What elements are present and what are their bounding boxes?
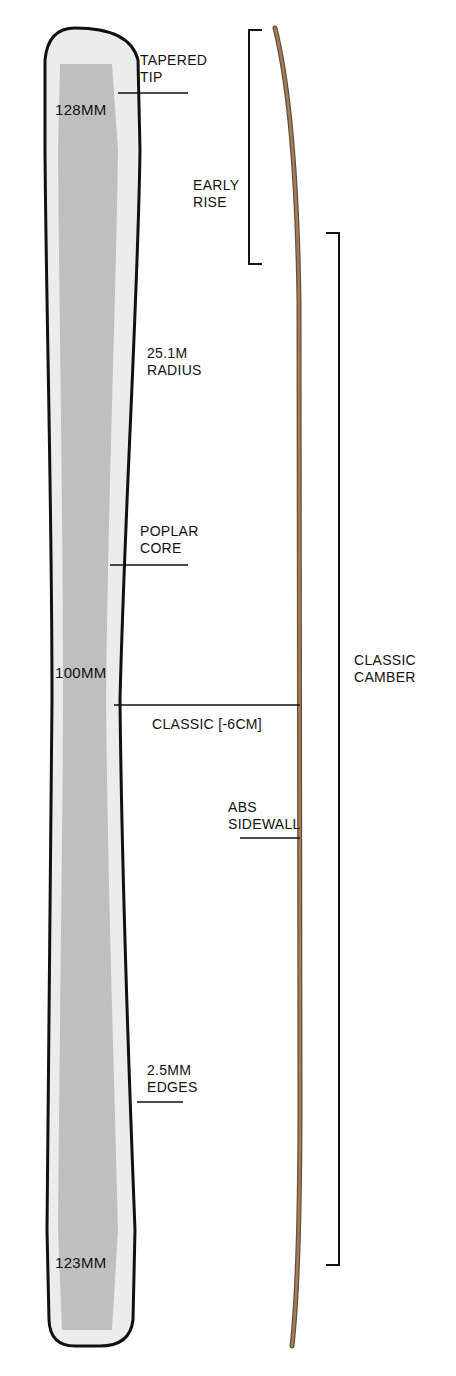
ski-core bbox=[58, 64, 118, 1330]
leader-line bbox=[114, 704, 300, 706]
ski-profile bbox=[275, 28, 300, 1346]
part-label: 2.5MM EDGES bbox=[147, 1062, 198, 1096]
dimension: 100MM bbox=[55, 664, 107, 681]
early-rise-bracket bbox=[249, 30, 262, 264]
part-label: CLASSIC CAMBER bbox=[354, 652, 416, 686]
part-label: POPLAR CORE bbox=[140, 523, 199, 557]
ski-profile-wood bbox=[275, 28, 300, 1346]
leader-line bbox=[118, 92, 188, 94]
spec-label: CLASSIC [-6CM] bbox=[152, 716, 262, 733]
spec-label: 25.1M RADIUS bbox=[147, 345, 202, 379]
part-label: EARLY RISE bbox=[193, 177, 239, 211]
part-label: TAPERED TIP bbox=[140, 52, 207, 86]
ski-outline bbox=[45, 28, 140, 1346]
leader-line bbox=[137, 1101, 183, 1103]
camber-bracket bbox=[326, 233, 339, 1265]
leader-line bbox=[240, 837, 300, 839]
dimension: 123MM bbox=[55, 1254, 107, 1271]
leader-line bbox=[110, 564, 188, 566]
part-label: ABS SIDEWALL bbox=[228, 799, 301, 833]
dimension: 128MM bbox=[55, 101, 107, 118]
